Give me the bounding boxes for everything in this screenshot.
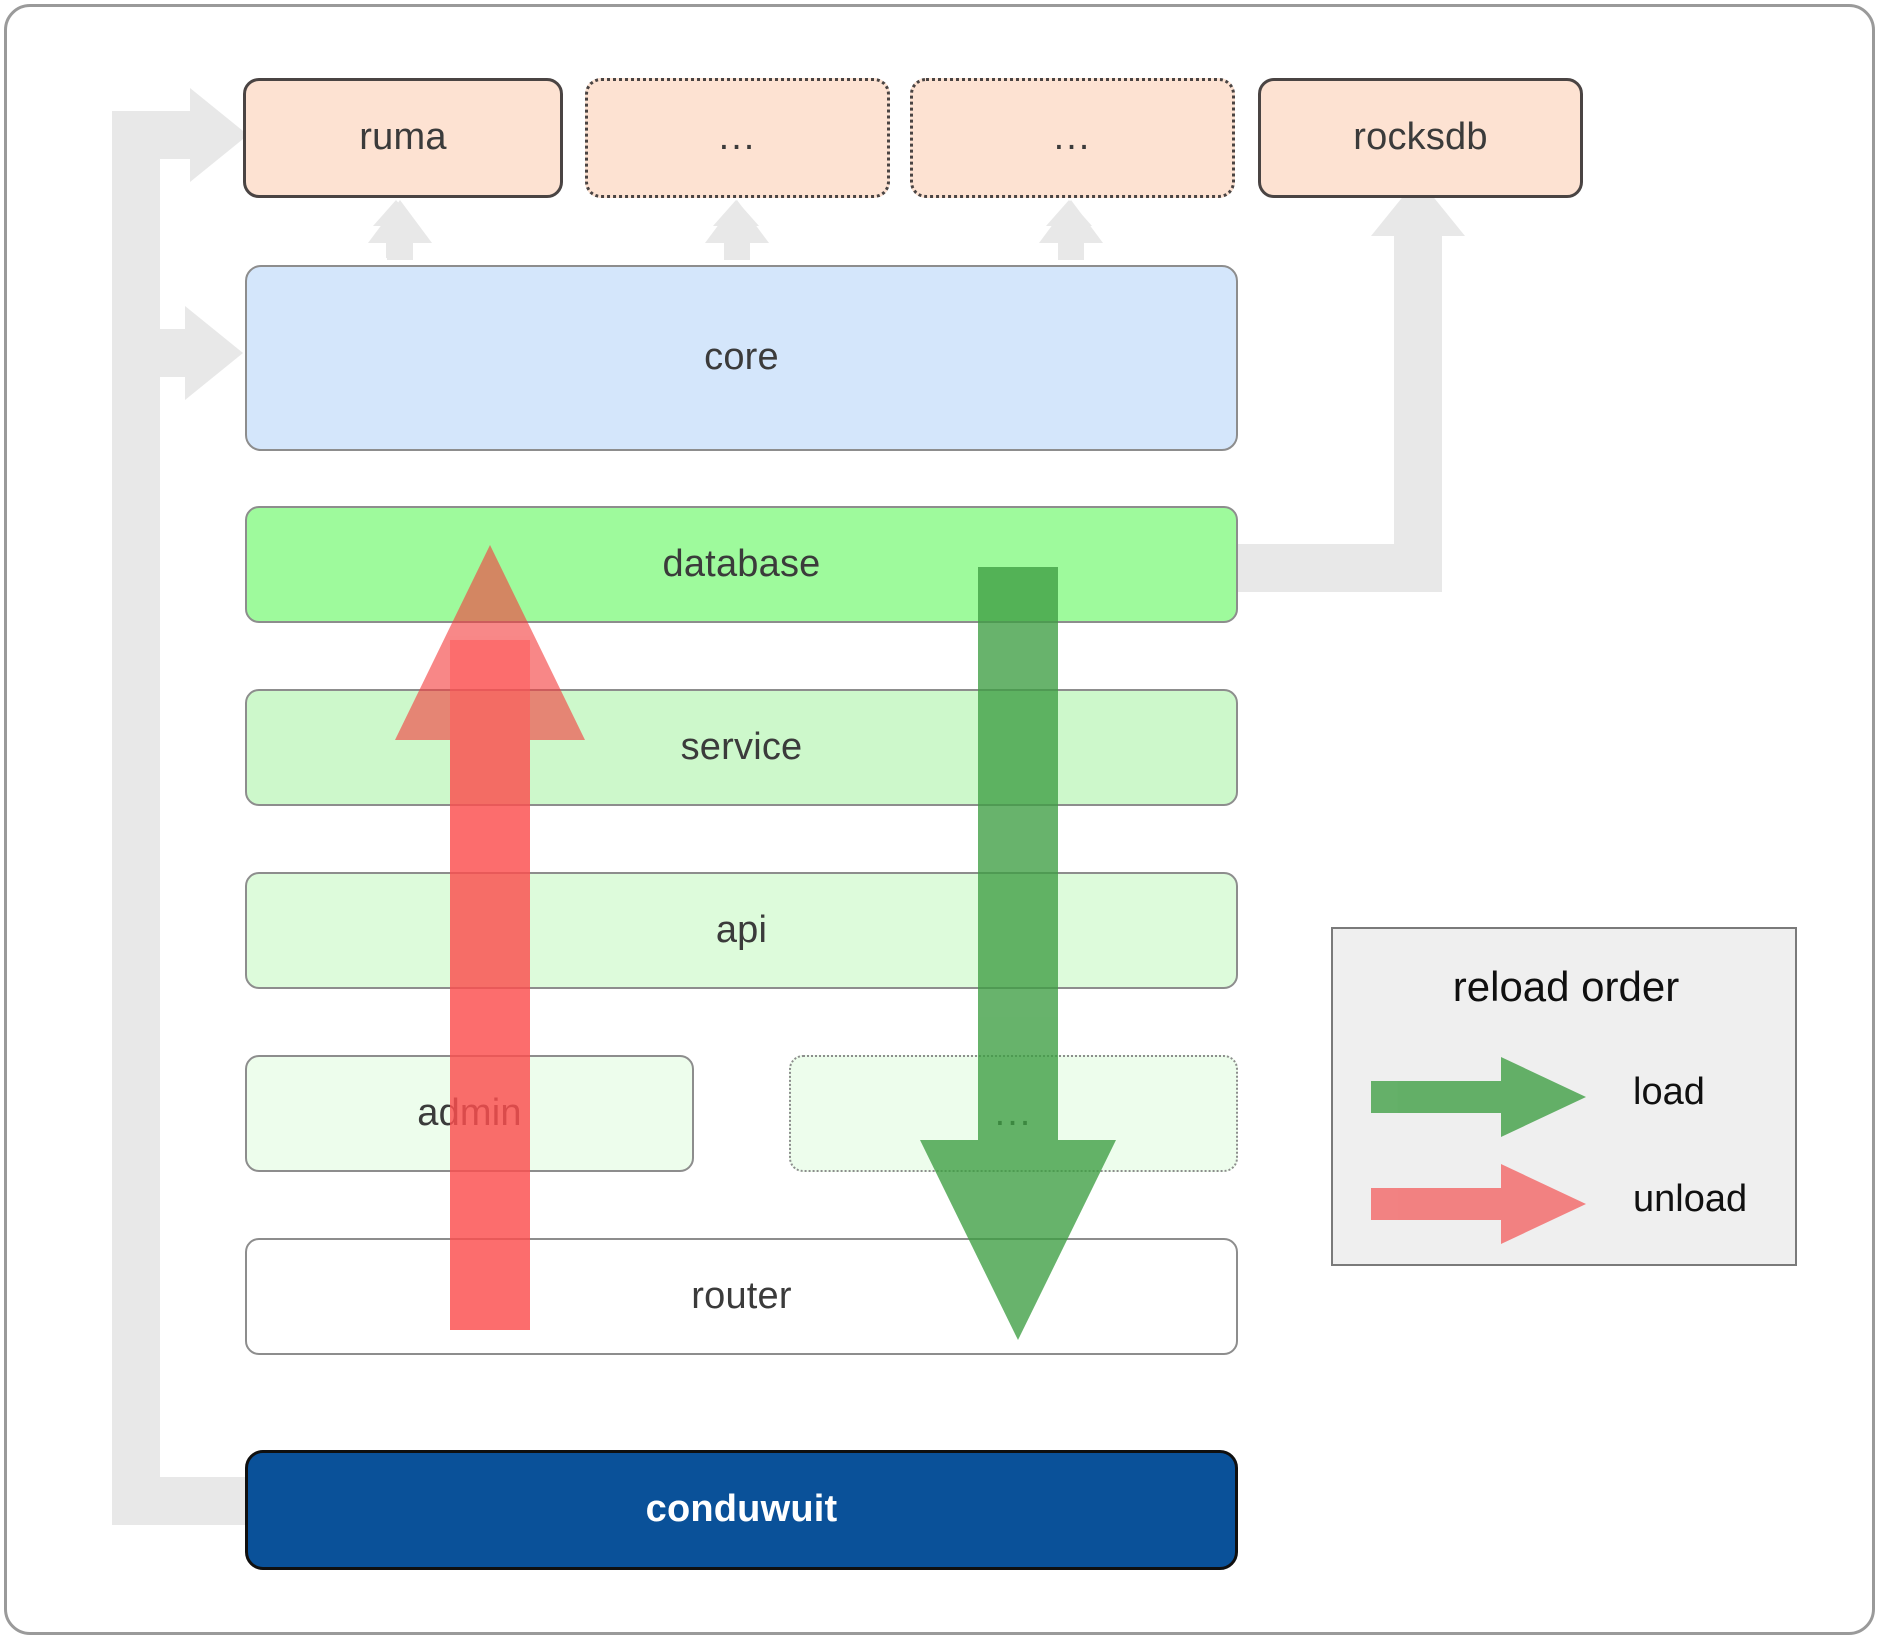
node-router-label: router bbox=[691, 1274, 792, 1317]
node-service-label: service bbox=[680, 725, 803, 768]
node-api[interactable]: api bbox=[245, 872, 1238, 989]
node-top-ellipsis-1[interactable]: ... bbox=[585, 78, 890, 198]
node-ruma-label: ruma bbox=[359, 116, 447, 159]
node-core-label: core bbox=[704, 336, 779, 379]
node-database-label: database bbox=[662, 542, 821, 585]
node-core[interactable]: core bbox=[245, 265, 1238, 451]
node-top-ellipsis-2-label: ... bbox=[1053, 116, 1092, 159]
diagram-frame bbox=[4, 4, 1875, 1635]
load-legend-arrow-icon bbox=[1371, 1057, 1586, 1137]
node-database[interactable]: database bbox=[245, 506, 1238, 623]
node-split-ellipsis-label: ... bbox=[994, 1091, 1033, 1134]
node-split-ellipsis[interactable]: ... bbox=[789, 1055, 1238, 1172]
legend-row-unload: unload bbox=[1333, 1164, 1799, 1244]
node-ruma[interactable]: ruma bbox=[243, 78, 563, 198]
node-top-ellipsis-1-label: ... bbox=[718, 116, 757, 159]
node-router[interactable]: router bbox=[245, 1238, 1238, 1355]
node-conduwuit-label: conduwuit bbox=[645, 1488, 838, 1531]
node-admin[interactable]: admin bbox=[245, 1055, 694, 1172]
legend-panel: reload order load unload bbox=[1331, 927, 1797, 1266]
node-rocksdb[interactable]: rocksdb bbox=[1258, 78, 1583, 198]
unload-legend-arrow-icon bbox=[1371, 1164, 1586, 1244]
node-service[interactable]: service bbox=[245, 689, 1238, 806]
legend-label-load: load bbox=[1633, 1071, 1705, 1113]
node-conduwuit[interactable]: conduwuit bbox=[245, 1450, 1238, 1570]
legend-label-unload: unload bbox=[1633, 1178, 1748, 1220]
legend-row-load: load bbox=[1333, 1057, 1799, 1137]
node-admin-label: admin bbox=[417, 1091, 522, 1134]
node-rocksdb-label: rocksdb bbox=[1353, 116, 1488, 159]
legend-title: reload order bbox=[1452, 963, 1680, 1010]
node-top-ellipsis-2[interactable]: ... bbox=[910, 78, 1235, 198]
node-api-label: api bbox=[715, 908, 768, 951]
